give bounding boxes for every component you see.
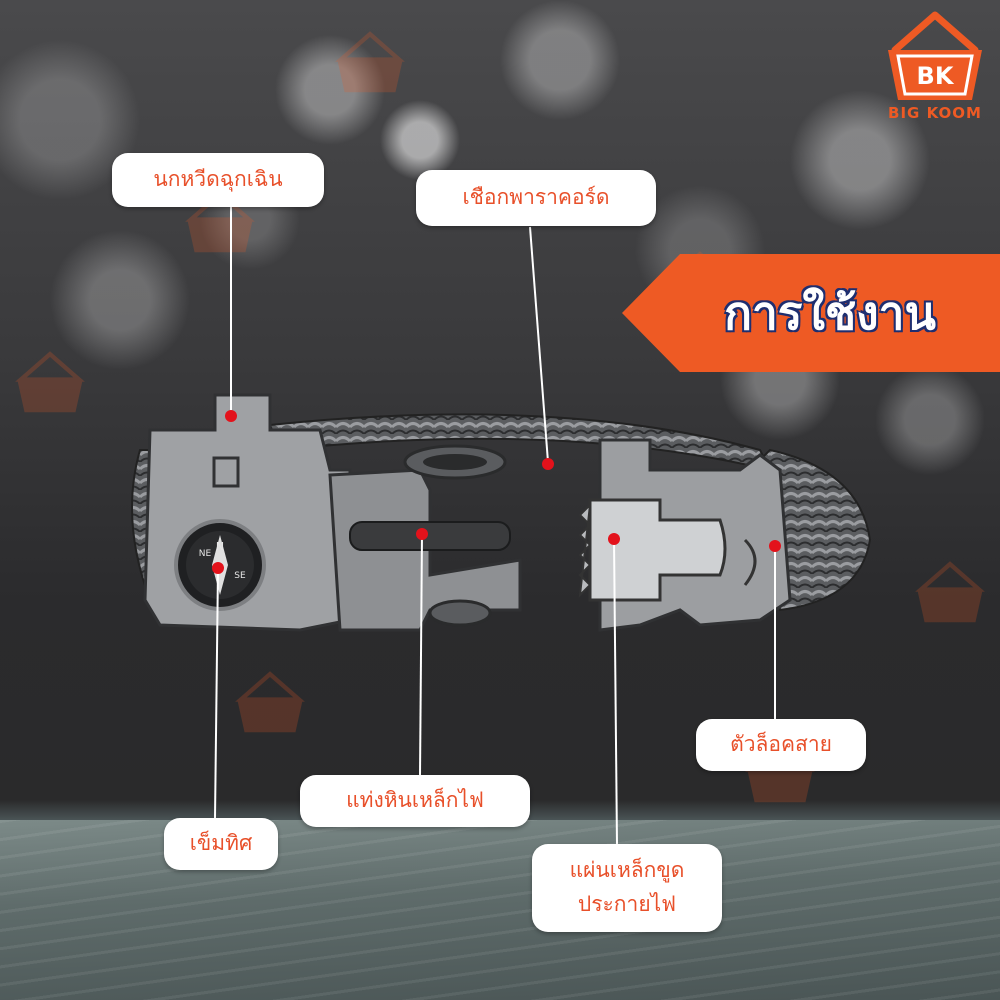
compass-southeast-letter: SE [234, 571, 246, 581]
usage-banner-title: การใช้งาน [724, 285, 936, 340]
watermark-logo [335, 31, 405, 93]
bigkoom-logo: BK BIG KOOM [880, 10, 990, 125]
compass-north-letter: N [216, 540, 224, 553]
callout-striker-plate: แผ่นเหล็กขูด ประกายไฟ [532, 844, 722, 932]
usage-banner [622, 254, 1000, 372]
watermark-logo [915, 561, 985, 623]
watermark-logo [235, 671, 305, 733]
watermark-logo [15, 351, 85, 413]
callout-whistle: นกหวีดฉุกเฉิน [112, 153, 324, 207]
callout-striker-plate-line1: แผ่นเหล็กขูด [569, 858, 685, 883]
callout-buckle: ตัวล็อคสาย [696, 719, 866, 771]
callout-striker-plate-line2: ประกายไฟ [577, 892, 677, 916]
logo-letters: BK [917, 62, 955, 90]
basket-icon: BK [888, 11, 982, 100]
callout-paracord: เชือกพาราคอร์ด [416, 170, 656, 226]
callout-fire-rod: แท่งหินเหล็กไฟ [300, 775, 530, 827]
callout-compass: เข็มทิศ [164, 818, 278, 870]
compass-northeast-letter: NE [199, 549, 212, 559]
logo-wordmark: BIG KOOM [888, 104, 982, 122]
